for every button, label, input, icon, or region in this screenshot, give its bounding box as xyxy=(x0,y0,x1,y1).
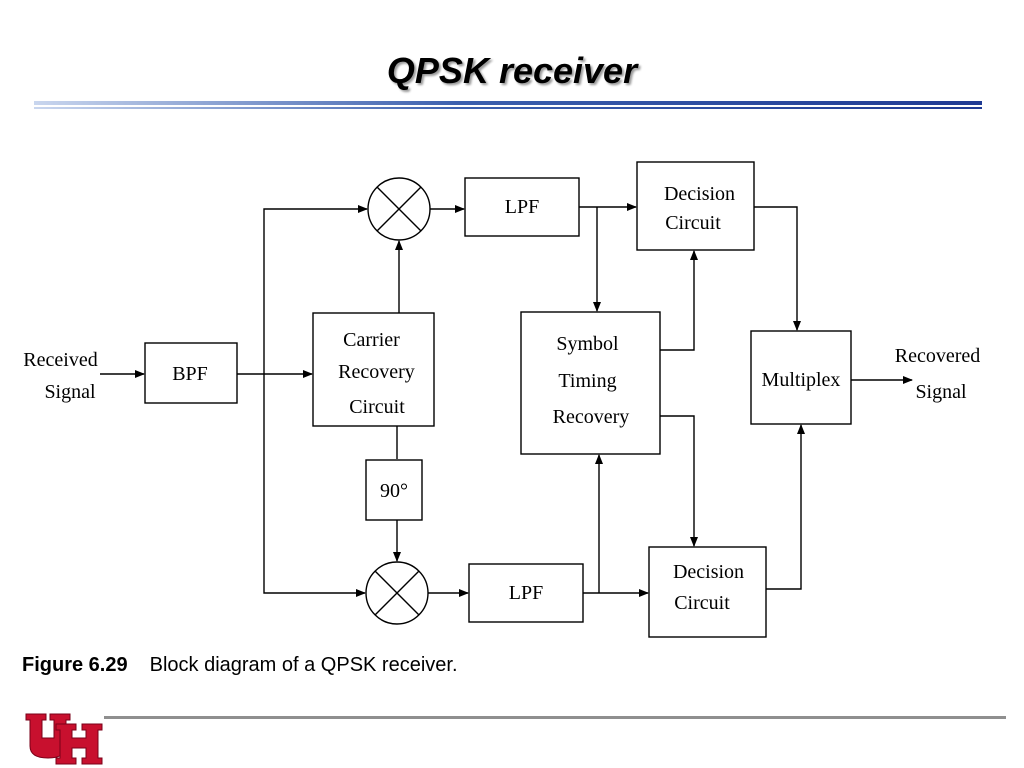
phase-shift-block xyxy=(365,459,423,521)
title-underline xyxy=(34,101,982,109)
bpf-block xyxy=(144,342,238,404)
decision-bottom-block xyxy=(648,546,767,638)
footer-rule xyxy=(104,716,1006,719)
figure-number: Figure 6.29 xyxy=(22,654,128,676)
symbol-timing-label: Symbol Timing Recovery xyxy=(553,333,630,428)
signal-lines xyxy=(100,203,913,597)
university-logo-icon xyxy=(25,713,103,765)
slide-title: QPSK receiver xyxy=(386,50,638,91)
decision-bottom-label: Decision Circuit xyxy=(673,561,749,614)
symbol-timing-block xyxy=(520,311,661,455)
multiplex-label: Multiplex xyxy=(762,369,841,391)
lpf-bottom-label: LPF xyxy=(509,582,543,604)
lpf-top-label: LPF xyxy=(505,196,539,218)
qpsk-receiver-block-diagram: Received Signal Recovered Signal BPF Car… xyxy=(23,161,986,638)
carrier-recovery-block xyxy=(312,312,435,427)
phase-shift-label: 90° xyxy=(380,480,408,502)
bpf-label: BPF xyxy=(172,363,208,385)
mixer-bottom xyxy=(365,561,429,625)
decision-top-block xyxy=(636,161,755,251)
output-label: Recovered Signal xyxy=(895,345,986,403)
carrier-recovery-label: Carrier Recovery Circuit xyxy=(338,329,420,418)
figure-caption: Figure 6.29 Block diagram of a QPSK recei… xyxy=(22,654,458,677)
caption-text: Block diagram of a QPSK receiver. xyxy=(149,654,458,676)
input-label: Received Signal xyxy=(23,349,102,403)
decision-top-label: Decision Circuit xyxy=(664,183,740,234)
mixer-top xyxy=(367,177,431,241)
